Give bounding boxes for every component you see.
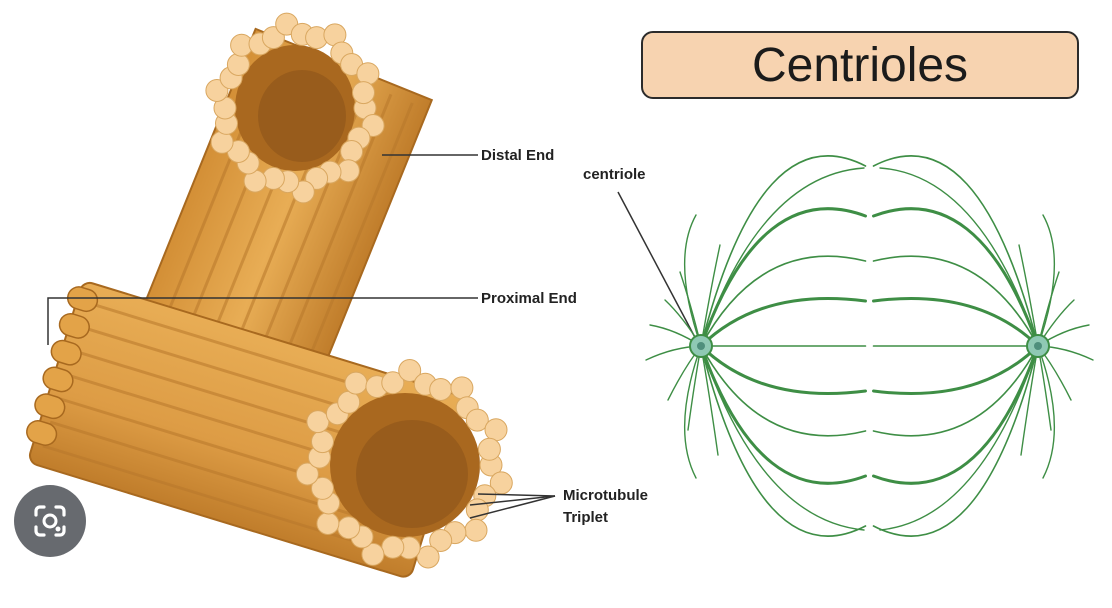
tubule-end <box>295 462 319 486</box>
spindle-fiber <box>700 345 867 537</box>
label-proximal-end: Proximal End <box>481 290 577 307</box>
label-microtubule-triplet: Microtubule Triplet <box>563 485 648 529</box>
tubule-end <box>416 545 440 569</box>
tubule-end <box>337 390 361 414</box>
spindle-fiber <box>700 167 865 347</box>
upper-centriole <box>141 12 434 380</box>
spindle-fiber <box>872 345 1039 437</box>
spindle-fiber <box>872 255 1039 347</box>
mitotic-spindle <box>645 155 1094 537</box>
spindle-fiber <box>872 207 1040 348</box>
tubule-end <box>344 371 368 395</box>
tubule-end <box>381 535 405 559</box>
tubule-end <box>398 359 422 382</box>
lower-centriole <box>26 281 513 578</box>
tubule-end <box>311 430 334 454</box>
title-box: Centrioles <box>641 31 1079 99</box>
spindle-fiber <box>1018 244 1039 347</box>
label-microtubule-line2: Triplet <box>563 509 609 526</box>
spindle-fiber <box>1037 345 1055 479</box>
tubule-end <box>210 130 234 154</box>
tubule-end <box>361 542 385 566</box>
spindle-fiber <box>687 345 702 431</box>
spindle-fiber <box>700 345 865 531</box>
tubule-end <box>429 378 453 401</box>
tubule-end <box>429 529 453 552</box>
spindle-fiber <box>872 344 1040 395</box>
spindle-fiber <box>1037 345 1052 431</box>
spindle-fiber <box>700 155 867 347</box>
spindle-fiber <box>872 297 1040 348</box>
spindle-fiber <box>872 155 1039 347</box>
right-centriole-node <box>1026 334 1050 358</box>
tubule-end <box>464 518 488 542</box>
upper-triplet-ring <box>205 12 385 204</box>
spindle-fiber <box>872 345 1039 537</box>
label-distal-end: Distal End <box>481 147 555 164</box>
leader-lines <box>47 154 700 519</box>
spindle-fiber <box>1020 345 1039 456</box>
label-centriole: centriole <box>583 166 646 183</box>
image-search-lens-icon <box>34 505 66 537</box>
spindle-fiber <box>684 345 702 479</box>
spindle-fiber <box>700 345 867 437</box>
page-title: Centrioles <box>751 38 969 92</box>
tubule-end <box>477 437 501 461</box>
tubule-end <box>352 81 375 105</box>
tubule-end <box>465 408 489 432</box>
centriole-leader <box>617 191 700 346</box>
spindle-fiber <box>872 344 1040 485</box>
spindle-fiber <box>879 167 1039 347</box>
tubule-end <box>381 371 405 395</box>
proximal-end-leader <box>47 297 478 345</box>
tubule-end <box>306 410 330 434</box>
spindle-fiber <box>700 255 867 347</box>
lens-button[interactable] <box>14 485 86 557</box>
spindle-fiber <box>699 344 867 485</box>
lower-triplet-ring <box>295 359 513 569</box>
spindle-fiber <box>879 345 1039 531</box>
tubule-end <box>337 516 361 540</box>
spindle-fiber <box>1037 214 1055 347</box>
spindle-fiber <box>699 207 867 348</box>
tubule-end <box>465 498 489 522</box>
spindle-fiber <box>699 297 867 348</box>
label-microtubule-line1: Microtubule <box>563 487 648 504</box>
tubule-end <box>356 62 380 86</box>
tubule-end <box>316 512 340 535</box>
tubule-end <box>226 53 250 76</box>
left-centriole-node <box>689 334 713 358</box>
tubule-end <box>311 476 334 500</box>
spindle-fiber <box>699 344 867 395</box>
tubule-end <box>340 140 364 163</box>
tubule-end <box>450 376 474 400</box>
spindle-fiber <box>684 214 702 347</box>
tubule-end <box>484 418 508 442</box>
spindle-fiber <box>700 345 719 456</box>
spindle-fiber <box>700 244 721 347</box>
